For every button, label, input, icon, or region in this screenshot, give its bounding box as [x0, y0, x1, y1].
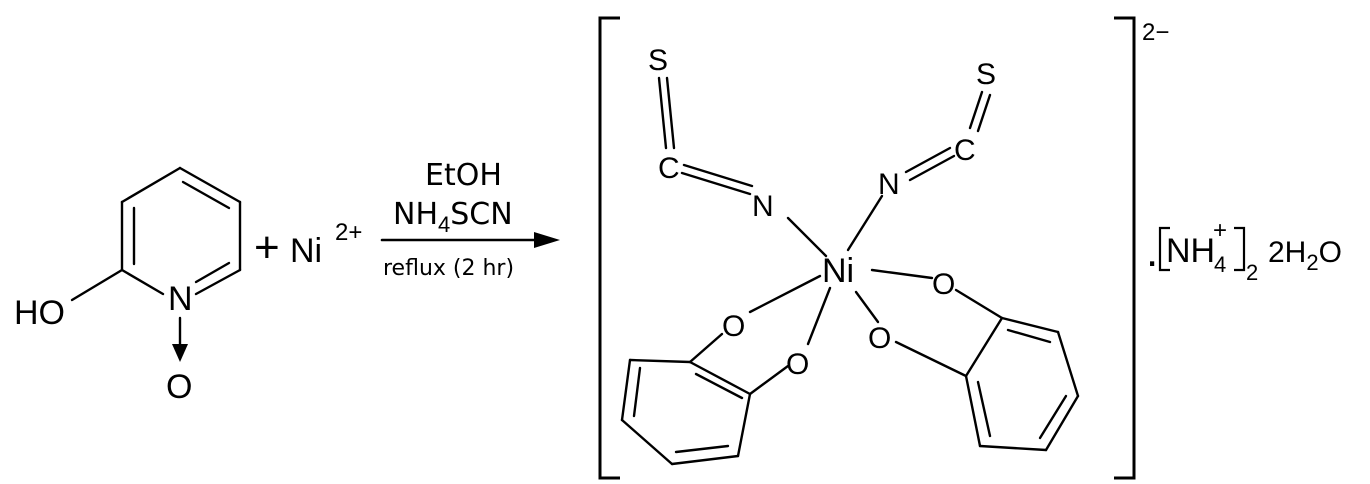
inner-right-bracket — [1234, 226, 1246, 272]
ring-double-bond — [632, 366, 642, 418]
right-sulfur-label: S — [976, 58, 996, 91]
ring-bond — [670, 454, 740, 466]
n-c-double-bond — [908, 154, 956, 182]
reagent-nickel: + Ni 2+ — [254, 219, 362, 272]
ammonium-count: 2 — [1246, 260, 1258, 285]
reaction-arrowhead — [534, 232, 560, 248]
plus-sign: + — [254, 223, 280, 272]
ni-o-bond — [748, 274, 822, 314]
ring-double-bond — [694, 372, 744, 400]
n-ni-bond — [846, 194, 884, 252]
nickel-label: Ni — [290, 232, 322, 270]
nickel-complex: 2− S C N S C N Ni O O O O — [598, 16, 1169, 480]
ring-double-bond — [1038, 394, 1068, 440]
ring-double-bond — [194, 261, 231, 284]
right-bracket — [1114, 16, 1136, 480]
left-catechol-ring — [620, 332, 790, 466]
right-catechol-ring — [894, 288, 1080, 452]
nickel-charge: 2+ — [335, 219, 362, 246]
n-ni-bond — [786, 216, 828, 258]
o-c-bond — [954, 288, 1004, 320]
s-c-double-bond — [665, 76, 676, 150]
ring-bond — [964, 316, 1004, 378]
ammonium-charge: + — [1213, 217, 1227, 244]
c-n-double-bond — [680, 171, 752, 196]
ring-bond — [120, 166, 182, 204]
dot-separator: . — [1146, 227, 1158, 276]
ring-bond — [628, 358, 692, 364]
oxygen-label: O — [786, 348, 809, 381]
ammonium-subscript: 4 — [1214, 252, 1226, 277]
reflux-note: reflux (2 hr) — [383, 256, 514, 281]
ring-bond — [978, 444, 1048, 452]
left-sulfur-label: S — [648, 44, 668, 77]
left-bracket — [598, 16, 620, 480]
dative-arrowhead — [172, 344, 188, 362]
left-carbon-label: C — [658, 152, 680, 185]
ring-bond — [620, 358, 632, 422]
ring-double-bond — [674, 444, 730, 454]
o-c-bond — [894, 340, 968, 378]
c-n-double-bond — [682, 163, 754, 188]
ni-o-bond — [870, 268, 934, 280]
n-c-double-bond — [904, 146, 952, 174]
ring-double-bond — [1006, 328, 1052, 344]
solvent-label: EtOH — [425, 158, 502, 193]
oxygen-label: O — [722, 310, 745, 343]
oxygen-label: O — [868, 322, 891, 355]
ring-double-bond — [181, 180, 231, 210]
ni-o-bond — [806, 286, 832, 346]
ring-bond — [120, 268, 165, 296]
ring-bond — [194, 268, 242, 296]
right-nitrogen-label: N — [878, 168, 900, 201]
counterion-water: . NH 4 + 2 2H2O — [1146, 217, 1342, 285]
ring-bond — [964, 374, 982, 448]
c-s-double-bond — [976, 93, 992, 133]
left-nitrogen-label: N — [752, 190, 774, 223]
ho-label: HO — [14, 294, 65, 332]
c-oh-bond — [70, 268, 124, 302]
complex-nickel-label: Ni — [822, 252, 854, 290]
oxygen-label: O — [932, 268, 955, 301]
right-carbon-label: C — [954, 134, 976, 167]
salt-label: NH4SCN — [393, 197, 513, 237]
reaction-conditions: EtOH NH4SCN reflux (2 hr) — [380, 158, 560, 281]
ni-o-bond — [854, 290, 880, 324]
ring-bond — [1056, 330, 1080, 398]
ring-bond — [736, 392, 752, 458]
ring-bond — [1044, 394, 1080, 452]
c-s-double-bond — [968, 90, 984, 130]
ring-bond — [1000, 316, 1060, 334]
o-c-bond — [688, 332, 724, 364]
ring-nitrogen-label: N — [168, 280, 193, 318]
s-c-double-bond — [657, 76, 668, 150]
ring-double-bond — [976, 380, 992, 438]
water-label: 2H2O — [1268, 236, 1342, 275]
ring-bond — [688, 360, 752, 396]
complex-charge: 2− — [1142, 19, 1169, 46]
o-c-bond — [748, 364, 790, 396]
reactant-pyridine-n-oxide: HO N O — [14, 166, 242, 406]
ring-bond — [178, 166, 242, 204]
n-oxide-oxygen-label: O — [166, 368, 192, 406]
ring-bond — [620, 418, 674, 466]
ammonium-label: NH — [1166, 232, 1215, 270]
inner-left-bracket — [1158, 226, 1170, 272]
